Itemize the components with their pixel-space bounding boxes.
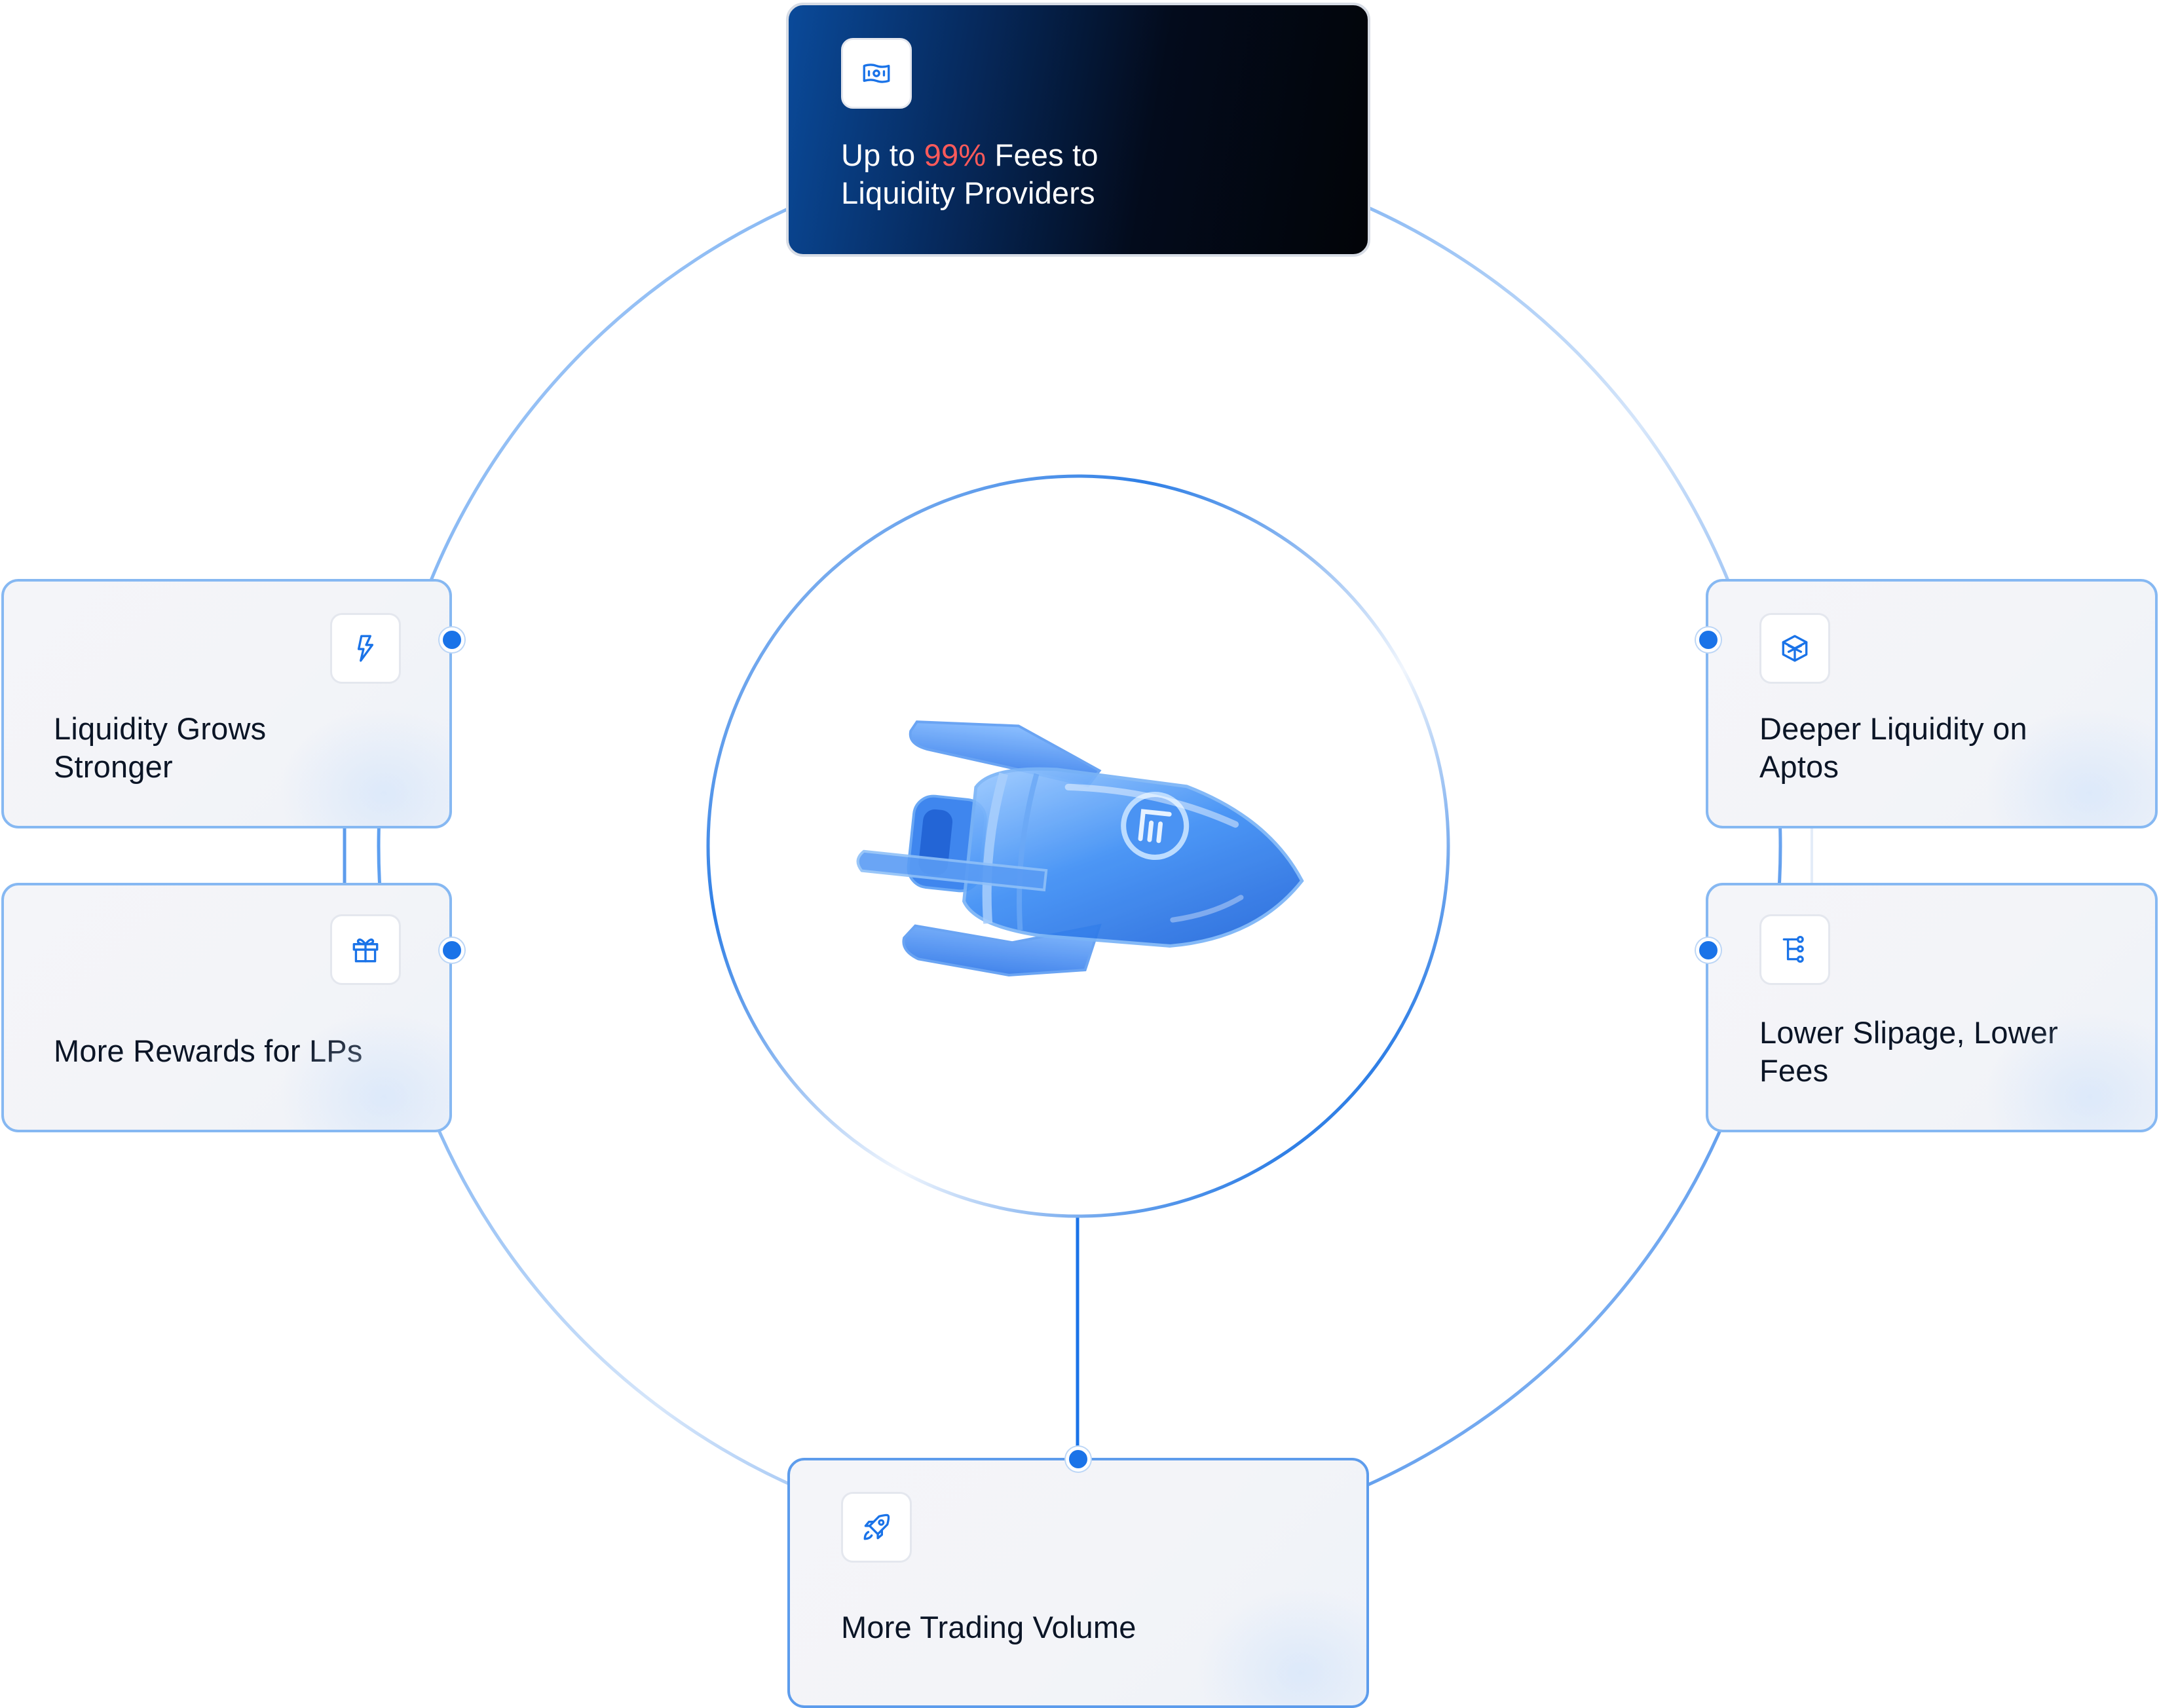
card-more-trading-volume: More Trading Volume — [787, 1458, 1369, 1708]
fee-percentage-highlight: 99% — [924, 138, 986, 172]
card-fees-to-lps: Up to 99% Fees to Liquidity Providers — [786, 3, 1370, 257]
card-deeper-liquidity: Deeper Liquidity on Aptos — [1706, 579, 2158, 828]
connector-dot-right-bottom — [1696, 938, 1721, 963]
icon-box — [841, 38, 912, 109]
rocket-icon — [863, 1513, 890, 1540]
label-line1: More Rewards for LPs — [54, 1033, 363, 1068]
connector-dot-left-bottom — [440, 938, 464, 963]
icon-box — [330, 613, 401, 684]
rocket-icon — [856, 720, 1304, 976]
label-suffix: Fees to — [986, 138, 1098, 172]
card-more-trading-volume-label: More Trading Volume — [841, 1608, 1136, 1646]
icon-box — [1759, 613, 1830, 684]
label-line1: More Trading Volume — [841, 1610, 1136, 1644]
icon-box — [841, 1492, 912, 1563]
connector-dot-right-top — [1696, 627, 1721, 652]
icon-box — [330, 914, 401, 985]
cube-icon — [1782, 635, 1808, 662]
label-line2: Liquidity Providers — [841, 176, 1095, 210]
card-more-rewards-label: More Rewards for LPs — [54, 1032, 363, 1070]
connector-dot-bottom — [1066, 1447, 1091, 1472]
label-line1: Lower Slipage, Lower — [1759, 1015, 2058, 1050]
card-fees-to-lps-label: Up to 99% Fees to Liquidity Providers — [841, 136, 1098, 212]
card-lower-slippage-label: Lower Slipage, Lower Fees — [1759, 1014, 2058, 1090]
label-prefix: Up to — [841, 138, 924, 172]
card-liquidity-grows: Liquidity Grows Stronger — [1, 579, 452, 828]
gift-icon — [352, 938, 379, 963]
connector-dot-left-top — [440, 627, 464, 652]
card-more-rewards: More Rewards for LPs — [1, 883, 452, 1132]
label-line2: Stronger — [54, 749, 173, 784]
tree-structure-icon — [1782, 935, 1804, 963]
card-lower-slippage: Lower Slipage, Lower Fees — [1706, 883, 2158, 1132]
lightning-icon — [357, 635, 374, 662]
label-line2: Aptos — [1759, 749, 1839, 784]
label-line2: Fees — [1759, 1053, 1829, 1088]
cash-icon — [863, 64, 890, 83]
label-line1: Liquidity Grows — [54, 711, 267, 746]
label-line1: Deeper Liquidity on — [1759, 711, 2027, 746]
card-deeper-liquidity-label: Deeper Liquidity on Aptos — [1759, 710, 2027, 786]
icon-box — [1759, 914, 1830, 985]
card-liquidity-grows-label: Liquidity Grows Stronger — [54, 710, 266, 786]
